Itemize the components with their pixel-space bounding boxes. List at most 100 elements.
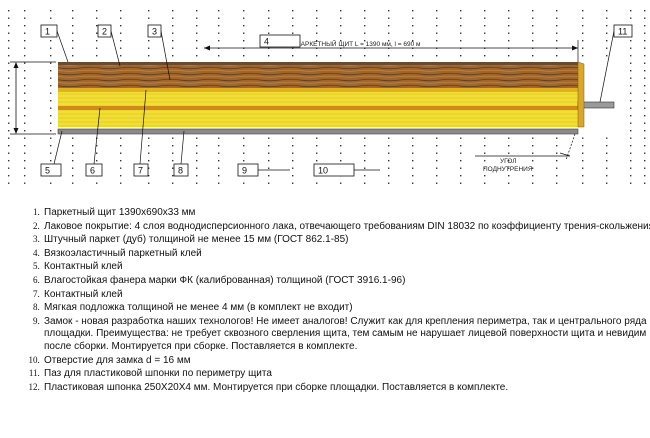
grid-dot [484, 152, 486, 154]
grid-dot [644, 115, 646, 117]
callout-box [313, 163, 355, 177]
grid-dot [196, 10, 198, 12]
grid-dot [532, 25, 534, 27]
grid-dot [50, 47, 52, 49]
grid-dot [388, 152, 390, 154]
grid-dot [630, 85, 632, 87]
grid-dot [644, 122, 646, 124]
grid-dot [508, 17, 510, 19]
grid-dot [508, 25, 510, 27]
grid-dot [196, 25, 198, 27]
grid-dot [412, 40, 414, 42]
grid-dot [364, 160, 366, 162]
grid-dot [218, 167, 220, 169]
grid-dot [340, 10, 342, 12]
grid-dot [630, 70, 632, 72]
grid-dot [148, 137, 150, 139]
grid-dot [8, 182, 10, 184]
grid-dot [243, 145, 245, 147]
legend-item: Контактный клей [42, 260, 650, 274]
grid-dot [484, 175, 486, 177]
grid-dot [582, 137, 584, 139]
grid-dot [243, 40, 245, 42]
grid-dot [292, 145, 294, 147]
grid-dot [606, 145, 608, 147]
grid-dot [644, 25, 646, 27]
grid-dot [196, 160, 198, 162]
grid-dot [8, 122, 10, 124]
grid-dot [644, 10, 646, 12]
callout-leader-line [110, 30, 121, 67]
grid-dot [388, 137, 390, 139]
grid-dot [340, 40, 342, 42]
grid-dot [268, 152, 270, 154]
grid-dot [72, 137, 74, 139]
grid-dot [72, 17, 74, 19]
grid-dot [50, 182, 52, 184]
grid-dot [148, 167, 150, 169]
grid-dot [292, 167, 294, 169]
grid-dot [460, 10, 462, 12]
grid-dot [364, 145, 366, 147]
grid-dot [24, 25, 26, 27]
grid-dot [243, 152, 245, 154]
grid-dot [316, 40, 318, 42]
floor-panel-cross-section-diagram: ПАРКЕТНЫЙ ЩИТ L = 1390 мм, l = 690 м УГО… [8, 10, 646, 184]
grid-dot [644, 100, 646, 102]
grid-dot [243, 55, 245, 57]
grid-dot [268, 137, 270, 139]
grid-dot [484, 137, 486, 139]
grid-dot [8, 107, 10, 109]
grid-dot [630, 137, 632, 139]
grid-dot [388, 160, 390, 162]
grid-dot [292, 182, 294, 184]
callout-box [147, 24, 162, 38]
grid-dot [606, 10, 608, 12]
grid-dot [172, 145, 174, 147]
length-dimension-label: ПАРКЕТНЫЙ ЩИТ L = 1390 мм, l = 690 м [296, 39, 421, 48]
legend-item: Мягкая подложка толщиной не менее 4 мм (… [42, 301, 650, 315]
grid-dot [8, 175, 10, 177]
legend-item: Паз для пластиковой шпонки по периметру … [42, 367, 650, 381]
callout-number: 3 [152, 27, 157, 37]
grid-dot [582, 10, 584, 12]
grid-dot [196, 145, 198, 147]
grid-dot [556, 152, 558, 154]
grid-dot [364, 137, 366, 139]
grid-dot [50, 100, 52, 102]
grid-dot [120, 55, 122, 57]
soft-underlay-layer [57, 128, 579, 135]
grid-dot [644, 152, 646, 154]
grid-dot [292, 17, 294, 19]
grid-dot [8, 160, 10, 162]
grid-dot [196, 175, 198, 177]
grid-dot [120, 182, 122, 184]
grid-dot [243, 160, 245, 162]
grid-dot [8, 152, 10, 154]
grid-dot [582, 40, 584, 42]
grid-dot [218, 145, 220, 147]
grid-dot [606, 182, 608, 184]
grid-dot [196, 55, 198, 57]
grid-dot [50, 145, 52, 147]
grid-dot [644, 182, 646, 184]
grid-dot [436, 10, 438, 12]
grid-dot [582, 17, 584, 19]
grid-dot [148, 10, 150, 12]
grid-dot [120, 40, 122, 42]
grid-dot [72, 47, 74, 49]
grid-dot [218, 152, 220, 154]
callout-box [85, 163, 103, 177]
grid-dot [340, 32, 342, 34]
grid-dot [340, 137, 342, 139]
grid-dot [96, 160, 98, 162]
grid-dot [8, 77, 10, 79]
grid-dot [556, 32, 558, 34]
grid-dot [606, 152, 608, 154]
legend-list: Паркетный щит 1390х690х33 ммЛаковое покр… [12, 206, 650, 394]
grid-dot [120, 10, 122, 12]
grid-dot [8, 85, 10, 87]
grid-dot [412, 55, 414, 57]
grid-dot [508, 167, 510, 169]
grid-dot [532, 145, 534, 147]
